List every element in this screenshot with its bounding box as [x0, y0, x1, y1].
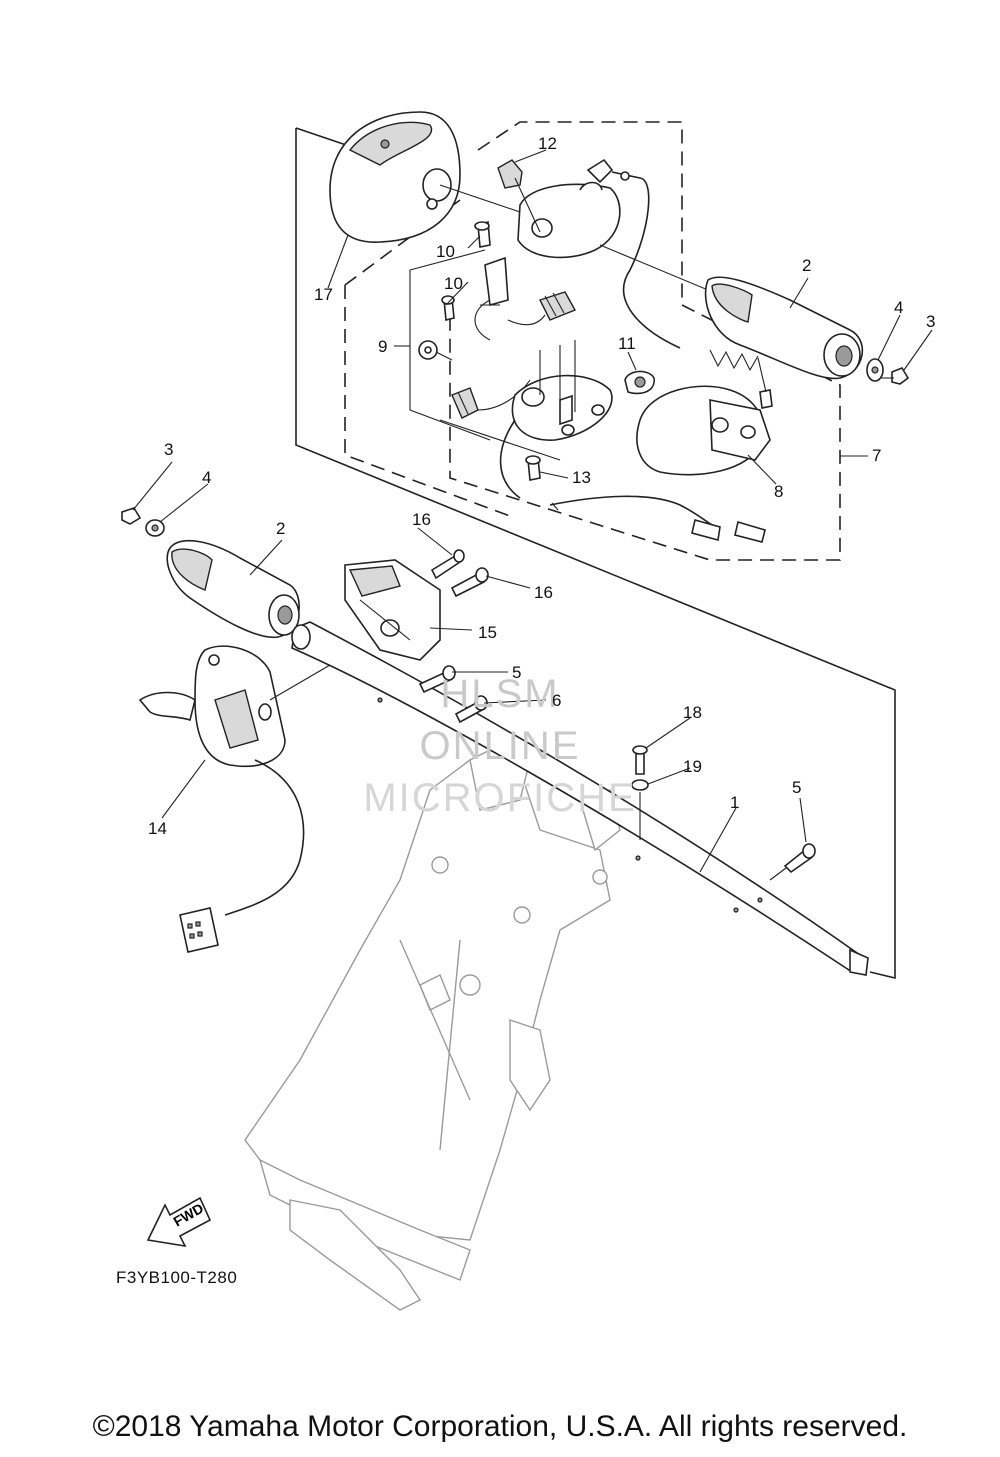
bolt-5-left: [418, 665, 456, 694]
callout-4-left: 4: [202, 468, 212, 487]
callout-4-right: 4: [894, 298, 904, 317]
watermark-line-1: HLSM: [440, 672, 560, 716]
washer-4-left: [145, 519, 165, 537]
bolt-16-lower: [450, 567, 489, 598]
watermark-line-3: MICROFICHE: [363, 776, 637, 820]
bolt-5-right: [769, 843, 816, 881]
callout-6: 6: [552, 691, 562, 710]
callout-15: 15: [478, 623, 497, 642]
callout-17: 17: [314, 285, 333, 304]
callout-2-right: 2: [802, 256, 812, 275]
callout-16-upper: 16: [412, 510, 431, 529]
grip-2-right: [704, 276, 864, 380]
cap-8: [636, 349, 773, 476]
callout-9: 9: [378, 337, 388, 356]
grip-2-left: [166, 539, 300, 639]
fwd-arrow: FWD: [146, 1196, 212, 1248]
callout-18: 18: [683, 703, 702, 722]
switch-assembly: [409, 220, 655, 499]
callout-1: 1: [730, 793, 740, 812]
upper-wire: [586, 158, 681, 349]
leader-lines: [132, 149, 933, 873]
callout-8: 8: [774, 482, 784, 501]
figure-code: F3YB100-T280: [116, 1268, 238, 1287]
bolt-18: [632, 745, 648, 775]
callout-10-lower: 10: [444, 274, 463, 293]
bolt-6: [454, 695, 488, 724]
throttle-housing-14: [138, 645, 331, 953]
handlebar-1: [291, 621, 869, 976]
callout-5-right: 5: [792, 778, 802, 797]
callout-3-left: 3: [164, 440, 174, 459]
cover-17: [329, 111, 461, 243]
callout-7: 7: [872, 446, 882, 465]
callout-2-left: 2: [276, 519, 286, 538]
lower-cable: [549, 495, 766, 543]
washer-19: [631, 779, 649, 840]
callout-11: 11: [618, 334, 636, 353]
washer-4-right: [866, 358, 884, 382]
callout-19: 19: [683, 757, 702, 776]
plug-12: [497, 159, 541, 233]
callout-16-lower: 16: [534, 583, 553, 602]
callout-13: 13: [572, 468, 591, 487]
screw-3-right: [880, 367, 910, 385]
copyright-notice: ©2018 Yamaha Motor Corporation, U.S.A. A…: [92, 1410, 908, 1443]
callout-5-left: 5: [512, 663, 522, 682]
callout-10-upper: 10: [436, 242, 455, 261]
callout-3-right: 3: [926, 312, 936, 331]
callout-12: 12: [538, 134, 557, 153]
watermark-line-2: ONLINE: [419, 724, 581, 768]
steering-column: [244, 744, 621, 1311]
bolt-16-upper: [430, 549, 465, 580]
callout-14: 14: [148, 819, 167, 838]
bracket-15: [344, 559, 441, 661]
screw-3-left: [121, 507, 142, 525]
